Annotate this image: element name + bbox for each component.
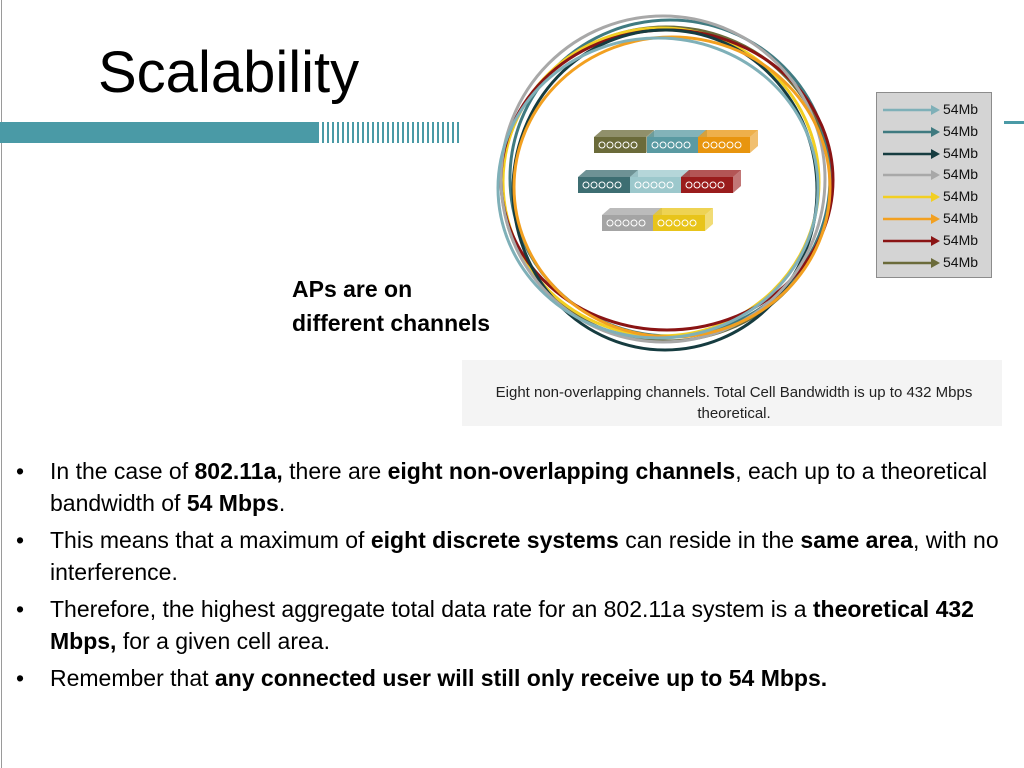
bullet-dot: • [16, 665, 25, 691]
access-point-icon [594, 130, 654, 153]
title-underline-bar [0, 122, 317, 143]
legend-label: 54Mb [943, 144, 979, 161]
ap-channels-label: APs are on different channels [292, 272, 490, 340]
arrow-right-icon [883, 192, 940, 203]
bullet-item: • This means that a maximum of eight dis… [16, 527, 999, 585]
slide-left-border [1, 0, 2, 768]
access-point-icon [698, 130, 758, 153]
arrow-right-icon [883, 148, 940, 159]
ap-label-line-2: different channels [292, 310, 491, 336]
bullet-list: • In the case of 802.11a, there are eigh… [12, 456, 1020, 701]
diagram-caption: Eight non-overlapping channels. Total Ce… [495, 384, 973, 422]
legend-item: 54Mb [877, 143, 993, 165]
legend-item: 54Mb [877, 230, 993, 252]
access-point-icon [653, 208, 713, 231]
caption-box [462, 360, 1002, 426]
title-underline-stripes [317, 122, 460, 143]
access-point-icon [681, 170, 741, 193]
arrow-right-icon [883, 170, 940, 181]
bullet-dot: • [16, 458, 25, 484]
arrow-right-icon [883, 126, 940, 137]
legend-label: 54Mb [943, 101, 979, 117]
legend-label: 54Mb [943, 253, 979, 270]
legend-item: 54Mb [877, 99, 993, 121]
access-point-icon [578, 170, 638, 193]
bandwidth-legend: 54Mb 54Mb 54Mb 54Mb 54Mb 54Mb 54Mb 54Mb [876, 92, 992, 278]
arrow-right-icon [883, 105, 940, 115]
ap-label-line-1: APs are on [292, 276, 413, 302]
bullet-item: • Therefore, the highest aggregate total… [16, 596, 974, 654]
slide-title: Scalability [98, 40, 360, 105]
legend-item: 54Mb [877, 208, 993, 230]
legend-label: 54Mb [943, 122, 979, 139]
channel-ring [499, 14, 827, 344]
legend-label: 54Mb [943, 166, 979, 183]
legend-item: 54Mb [877, 121, 993, 143]
legend-label: 54Mb [943, 231, 979, 248]
right-accent-line [1004, 121, 1024, 124]
bullet-dot: • [16, 596, 25, 622]
legend-item: 54Mb [877, 164, 993, 186]
legend-item: 54Mb [877, 186, 993, 208]
legend-label: 54Mb [943, 210, 979, 226]
arrow-right-icon [883, 235, 940, 246]
bullet-dot: • [16, 527, 25, 553]
bullet-item: • In the case of 802.11a, there are eigh… [16, 458, 988, 516]
channel-rings-diagram [496, 14, 835, 352]
channel-ring [496, 36, 820, 340]
arrow-right-icon [883, 214, 940, 224]
legend-label: 54Mb [943, 188, 979, 205]
arrow-right-icon [883, 257, 940, 268]
bullet-item: • Remember that any connected user will … [12, 663, 1020, 695]
legend-item: 54Mb [877, 252, 993, 274]
